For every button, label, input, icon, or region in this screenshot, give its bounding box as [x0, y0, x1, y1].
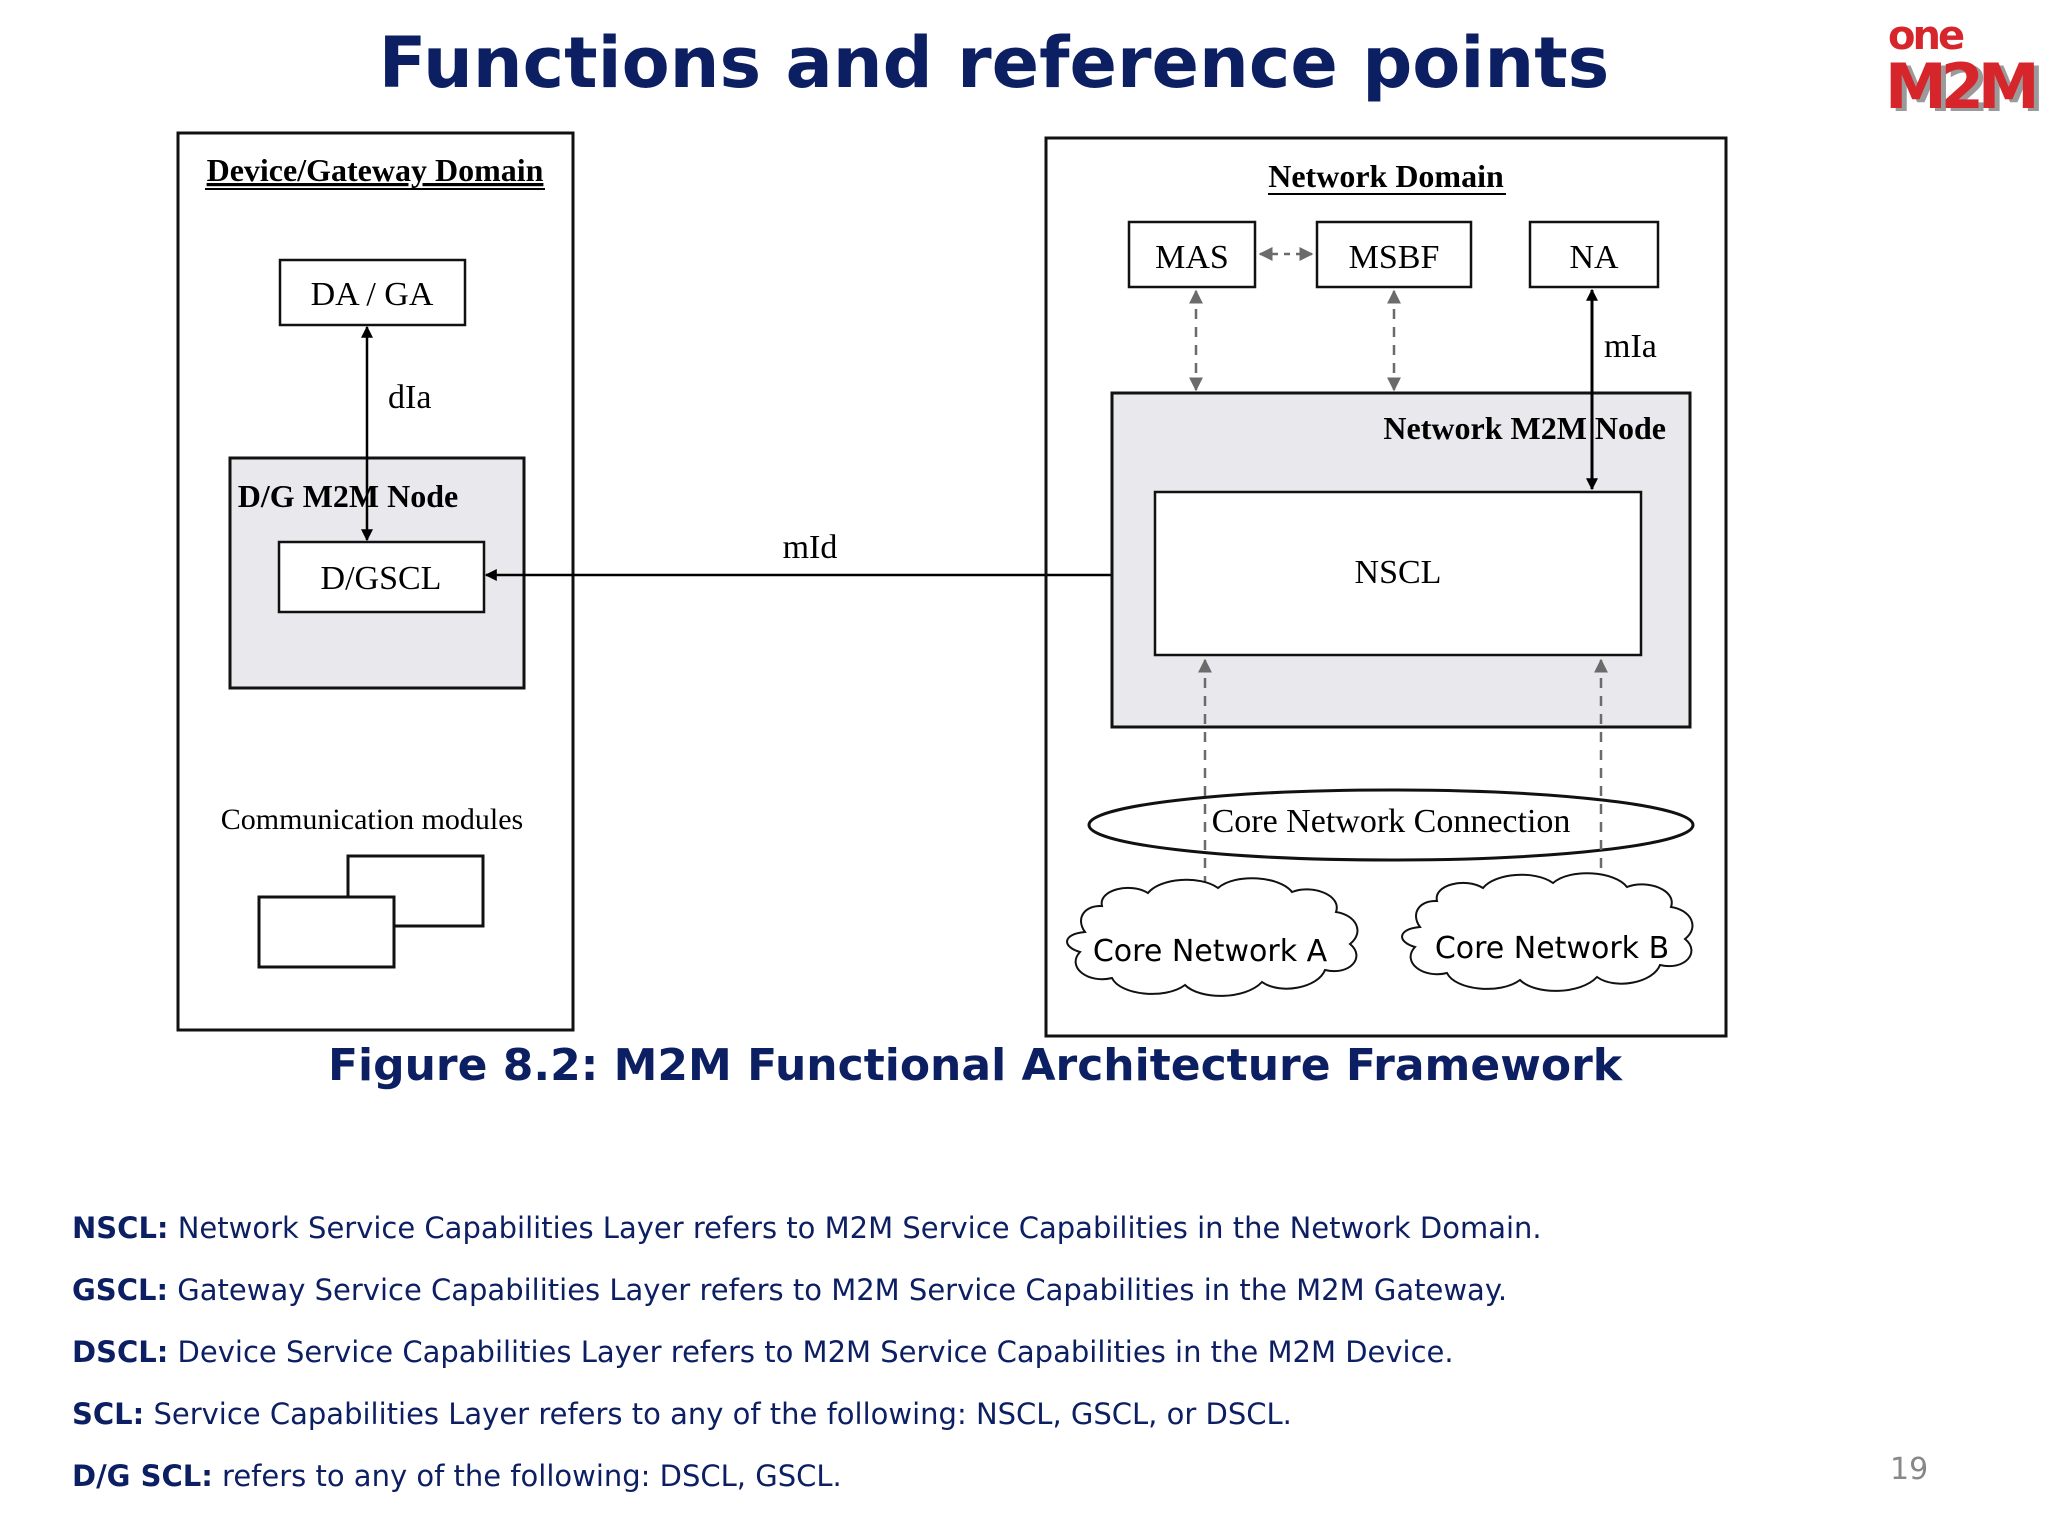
logo-text-bottom: M2M	[1885, 50, 2040, 123]
dgscl-box	[277, 540, 486, 614]
da-ga-label: DA / GA	[311, 276, 434, 313]
definition-text: Service Capabilities Layer refers to any…	[153, 1397, 1292, 1431]
definition-text: Device Service Capabilities Layer refers…	[177, 1335, 1454, 1369]
core-network-connection-ellipse	[1087, 788, 1695, 862]
onem2m-logo: one M2M	[1880, 14, 2040, 124]
definition-text: refers to any of the following: DSCL, GS…	[222, 1459, 842, 1493]
core-network-connection-label: Core Network Connection	[1212, 803, 1571, 840]
na-box	[1528, 220, 1660, 289]
definition-text: Network Service Capabilities Layer refer…	[177, 1211, 1542, 1245]
core-network-a-label: Core Network A	[1093, 934, 1328, 969]
core-network-a-cloud	[1066, 877, 1359, 997]
mid-label: mId	[783, 529, 838, 566]
definition-dg-scl: D/G SCL: refers to any of the following:…	[72, 1458, 1872, 1520]
na-label: NA	[1569, 239, 1619, 276]
device-domain-title: Device/Gateway Domain	[207, 152, 544, 188]
core-network-b-cloud	[1401, 872, 1694, 992]
nscl-box	[1153, 490, 1643, 657]
msbf-label: MSBF	[1349, 239, 1440, 276]
definition-text: Gateway Service Capabilities Layer refer…	[177, 1273, 1508, 1307]
comm-module-back	[346, 854, 485, 928]
definition-gscl: GSCL: Gateway Service Capabilities Layer…	[72, 1272, 1872, 1334]
mas-label: MAS	[1155, 239, 1229, 276]
figure-caption: Figure 8.2: M2M Functional Architecture …	[327, 1040, 1623, 1091]
definition-term: D/G SCL:	[72, 1459, 213, 1493]
page-number: 19	[1890, 1452, 1929, 1487]
definition-dscl: DSCL: Device Service Capabilities Layer …	[72, 1334, 1872, 1396]
network-domain-box	[1044, 136, 1728, 1038]
definition-term: SCL:	[72, 1397, 145, 1431]
device-gateway-domain-box	[176, 131, 575, 1032]
logo-text-top: one	[1888, 13, 1965, 59]
definition-term: GSCL:	[72, 1273, 169, 1307]
definition-term: NSCL:	[72, 1211, 169, 1245]
slide-title: Functions and reference points	[378, 22, 1610, 104]
definition-term: DSCL:	[72, 1335, 169, 1369]
mas-box	[1127, 220, 1257, 289]
comm-module-front	[257, 895, 396, 969]
definition-nscl: NSCL: Network Service Capabilities Layer…	[72, 1210, 1872, 1272]
definition-scl: SCL: Service Capabilities Layer refers t…	[72, 1396, 1872, 1458]
mia-label: mIa	[1604, 328, 1657, 365]
network-domain-title: Network Domain	[1268, 158, 1504, 194]
definitions-list: NSCL: Network Service Capabilities Layer…	[72, 1210, 1872, 1520]
core-network-b-label: Core Network B	[1435, 931, 1669, 966]
network-m2m-node-title: Network M2M Node	[1383, 410, 1666, 446]
da-ga-box	[278, 258, 467, 327]
nscl-label: NSCL	[1355, 554, 1442, 591]
msbf-box	[1315, 220, 1473, 289]
dgscl-label: D/GSCL	[321, 560, 442, 597]
dia-label: dIa	[388, 379, 431, 416]
dg-m2m-node-title: D/G M2M Node	[238, 478, 458, 514]
communication-modules-label: Communication modules	[221, 803, 523, 836]
